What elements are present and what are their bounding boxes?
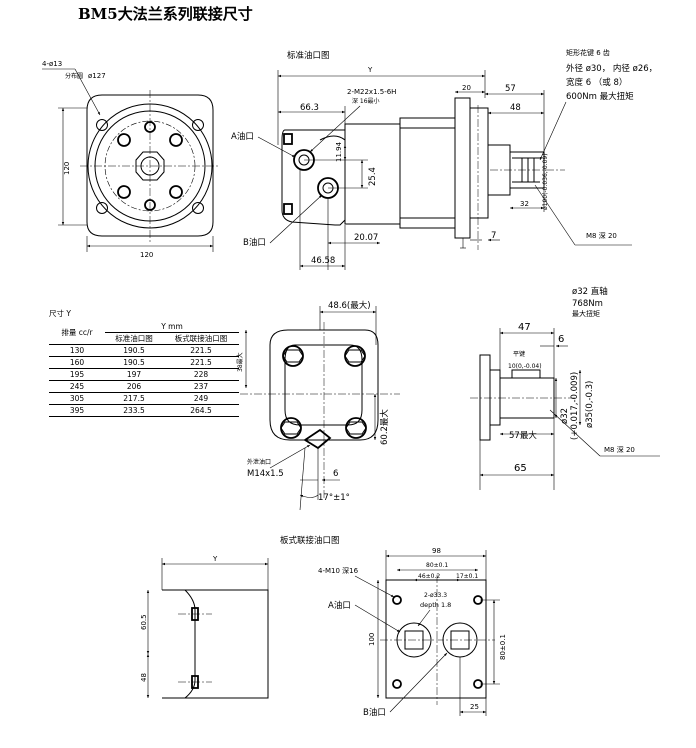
front-width: 120 [140,251,153,259]
shaft-d47: 47 [518,322,531,333]
shaft-d65: 65 [514,463,527,474]
port-view: 48.6(最大) 38最大 60.2 [236,300,400,511]
plate-d605: 60.5 [140,614,148,630]
spline-line-3: 宽度 6 （或 8） [566,77,627,88]
shaft-view: ø32 直轴 768Nm 最大扭矩 47 6 平键 10(0,-0.04) ø3… [470,286,660,490]
plate-m10: 4-M10 深16 [318,566,359,575]
plate-d48: 48 [140,673,148,682]
side-d32: 32 [520,200,529,208]
port-d60: 60.2最大 [379,409,390,445]
port-m14: M14x1.5 [247,469,284,479]
plate-d80: 80±0.1 [426,562,448,569]
shaft-title-1: ø32 直轴 [572,286,608,297]
front-holes-label: 4-ø13 [42,60,62,68]
plate-d80v: 80±0.1 [499,634,507,660]
front-height: 120 [63,162,71,175]
y-table-col2: 板式联接油口图 [163,332,239,345]
shaft-d32-tol: (+0.017,-0.009) [570,372,580,440]
y-table-col-group: Y mm [105,321,239,333]
side-d2007: 20.07 [354,233,378,243]
side-d1194: 11.94 [335,141,343,162]
side-d4658: 46.58 [311,256,335,266]
plate-d46: 46±0.2 [418,573,440,580]
plate-title: 板式联接油口图 [280,535,340,546]
side-d7: 7 [491,231,496,241]
side-d66: 66.3 [300,103,319,113]
side-port-a: A油口 [231,131,254,142]
port-d17: 17°±1° [318,493,350,503]
shaft-d35: ø35(0,-0.3) [585,381,595,428]
plate-port-a: A油口 [328,600,351,611]
shaft-d32: ø32 [560,408,570,424]
side-port-b: B油口 [243,237,266,248]
plate-d98: 98 [432,547,441,555]
port-left: 38最大 [236,352,244,372]
spline-line-2: 外径 ø30， 内径 ø26， [566,63,657,74]
shaft-title-3: 最大扭矩 [572,309,600,318]
side-d57: 57 [505,84,516,94]
plate-d100: 100 [368,633,376,646]
side-d254: 25.4 [368,167,378,186]
front-pcd-value: ø127 [88,72,106,80]
side-y: Y [367,66,373,74]
plate-holes: 2-ø33.3 [424,592,447,599]
plate-port-b: B油口 [363,707,386,718]
plate-y: Y [212,555,218,563]
side-title: 标准油口图 [287,50,330,61]
plate-view: 板式联接油口图 Y 60.5 48 [140,535,507,718]
shaft-title-2: 768Nm [572,299,603,309]
front-view: 4-ø13 分布圆 ø127 [42,60,220,259]
shaft-key-dim: 10(0,-0.04) [508,363,542,370]
y-table-col1: 标准油口图 [105,332,163,345]
port-d486: 48.6(最大) [328,300,371,311]
side-view: 标准油口图 Y [231,48,657,270]
shaft-m8: M8 深 20 [604,445,635,454]
side-shaft-dia: ø100(-0.036,-0.09) [542,153,549,210]
shaft-d57: 57最大 [509,430,537,441]
drawing-title: BM5大法兰系列联接尺寸 [78,5,253,23]
port-drain: 外泄油口 [247,458,271,466]
y-table-caption: 尺寸 Y [49,309,71,318]
y-table-col0: 排量 cc/r [49,321,105,345]
shaft-d6: 6 [558,334,564,345]
side-thread-depth: 深 16最小 [352,97,380,105]
port-d6: 6 [333,469,338,479]
spline-line-4: 600Nm 最大扭矩 [566,91,634,102]
side-m8: M8 深 20 [586,231,617,240]
plate-depth: depth 1.8 [420,601,451,609]
plate-d17: 17±0.1 [456,573,478,580]
shaft-key: 平键 [513,350,525,358]
front-pcd-label: 分布圆 [65,72,83,80]
side-d48: 48 [510,103,521,113]
plate-d25: 25 [470,703,479,711]
side-d20: 20 [462,84,471,92]
side-thread: 2-M22x1.5-6H [347,88,396,96]
spline-line-1: 矩形花键 6 齿 [566,48,610,57]
